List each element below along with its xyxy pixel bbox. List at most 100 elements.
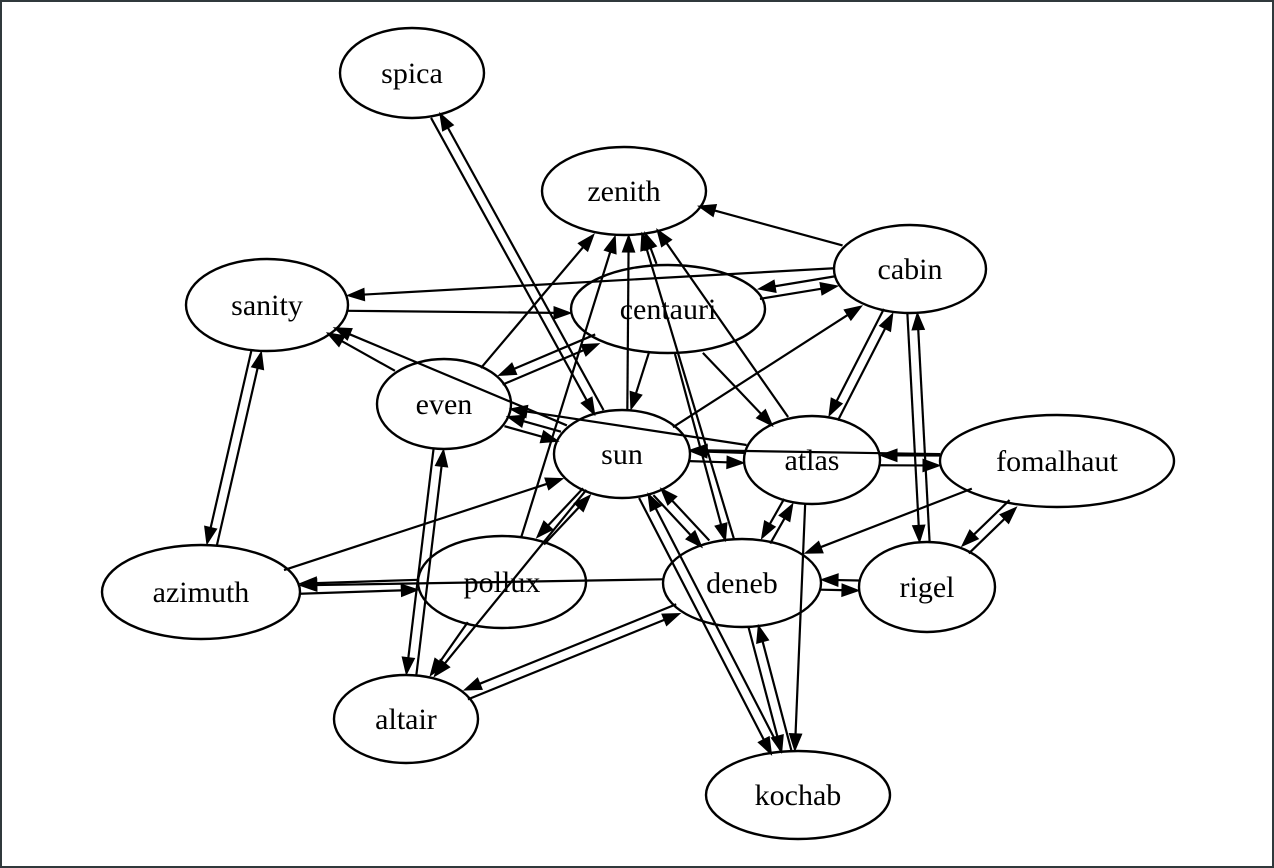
edge-line-atlas-kochab — [794, 503, 807, 734]
node-ellipse-azimuth — [100, 543, 302, 641]
edge-line-centauri-sun — [634, 350, 651, 394]
arrowhead-azimuth-pollux — [400, 583, 420, 598]
edge-cabin-sanity — [345, 267, 835, 302]
edge-cabin-atlas — [828, 308, 885, 418]
arrowhead-sun-spica — [439, 111, 455, 132]
node-label-kochab: kochab — [755, 779, 842, 812]
edge-line-even-sun — [504, 425, 543, 438]
arrowhead-centauri-even — [497, 362, 518, 376]
arrowhead-altair-deneb — [661, 612, 682, 627]
edge-altair-even — [415, 448, 449, 676]
edge-atlas-kochab — [788, 503, 807, 753]
node-label-altair: altair — [375, 703, 437, 736]
node-deneb — [661, 537, 823, 629]
node-even — [375, 357, 513, 451]
arrowhead-centauri-cabin — [819, 282, 840, 296]
arrowhead-rigel-deneb — [819, 573, 839, 587]
edge-centauri-cabin — [759, 282, 840, 300]
edge-deneb-azimuth — [298, 578, 663, 592]
arrowhead-centauri-sun — [629, 390, 643, 411]
edge-atlas-deneb — [760, 498, 786, 540]
edge-line-rigel-cabin — [917, 329, 931, 542]
arrowhead-even-sun — [539, 429, 560, 444]
edge-line-altair-deneb — [467, 618, 665, 701]
edge-deneb-kochab — [747, 627, 784, 755]
edge-line-deneb-sun — [671, 499, 711, 542]
edge-deneb-rigel — [820, 583, 861, 598]
arrowhead-pollux-zenith — [603, 234, 617, 255]
edge-line-sun-sanity — [349, 333, 568, 427]
edge-deneb-atlas — [769, 502, 794, 545]
edge-line-centauri-atlas — [702, 352, 762, 415]
node-label-sanity: sanity — [231, 289, 303, 322]
node-label-azimuth: azimuth — [153, 576, 250, 609]
edge-line-sun-kochab — [638, 497, 765, 740]
node-rigel — [857, 540, 997, 634]
edge-line-sun-zenith — [626, 252, 630, 411]
edge-line-sun-cabin — [672, 314, 849, 429]
edge-line-altair-even — [415, 466, 443, 676]
arrowhead-even-centauri — [580, 343, 601, 357]
edge-fomalhaut-atlas — [878, 448, 941, 463]
node-label-fomalhaut: fomalhaut — [996, 445, 1118, 478]
node-ellipse-zenith — [540, 145, 708, 237]
node-label-zenith: zenith — [587, 175, 660, 208]
node-zenith — [540, 145, 708, 237]
node-layer — [100, 26, 1176, 841]
edge-line-pollux-azimuth — [316, 578, 419, 585]
edge-line-sun-pollux — [547, 487, 584, 527]
arrowhead-kochab-deneb — [756, 623, 770, 644]
arrowhead-kochab-sun — [647, 492, 663, 513]
arrowhead-deneb-zenith — [640, 231, 654, 252]
arrowhead-atlas-cabin — [878, 312, 894, 333]
arrowhead-centauri-atlas — [755, 408, 774, 428]
edge-line-atlas-sun — [707, 450, 745, 454]
node-label-even: even — [416, 388, 473, 421]
edge-line-deneb-kochab — [747, 627, 779, 737]
arrowhead-fomalhaut-atlas — [878, 448, 898, 463]
edge-even-centauri — [502, 343, 601, 386]
edge-line-fomalhaut-sun — [707, 449, 941, 456]
edge-line-kochab-sun — [654, 508, 782, 751]
arrowhead-sanity-azimuth — [204, 525, 218, 546]
arrowhead-deneb-rigel — [841, 583, 861, 598]
arrowhead-sanity-centauri — [553, 305, 573, 320]
arrowhead-altair-even — [434, 448, 449, 468]
arrowhead-sun-kochab — [757, 735, 773, 756]
edge-sun-zenith — [621, 233, 636, 411]
node-ellipse-even — [375, 357, 513, 451]
arrowhead-fomalhaut-rigel — [960, 529, 980, 548]
edge-line-fomalhaut-rigel — [973, 499, 1011, 536]
edge-line-azimuth-sun — [283, 482, 548, 572]
edge-line-cabin-sanity — [364, 267, 835, 296]
edge-cabin-zenith — [697, 204, 843, 247]
arrowhead-cabin-atlas — [828, 397, 844, 418]
edge-line-deneb-altair — [479, 603, 677, 685]
edge-line-centauri-cabin — [759, 287, 822, 300]
node-label-cabin: cabin — [878, 253, 943, 286]
edge-cabin-centauri — [756, 275, 837, 293]
edge-line-pollux-altair — [439, 621, 469, 663]
arrowhead-pollux-altair — [429, 657, 446, 677]
node-ellipse-fomalhaut — [938, 413, 1176, 509]
node-ellipse-spica — [338, 26, 486, 120]
arrowhead-rigel-cabin — [911, 311, 926, 331]
edge-line-deneb-zenith — [645, 248, 735, 539]
edge-sanity-centauri — [347, 305, 573, 320]
edge-line-spica-sun — [430, 117, 588, 401]
arrowhead-even-altair — [401, 656, 416, 676]
node-label-sun: sun — [601, 438, 643, 471]
arrowhead-deneb-azimuth — [298, 578, 318, 592]
arrowhead-deneb-sun — [659, 487, 678, 506]
edge-line-fomalhaut-deneb — [820, 487, 973, 549]
edge-centauri-deneb — [673, 353, 728, 543]
arrowhead-atlas-deneb — [760, 519, 777, 540]
arrowhead-fomalhaut-deneb — [803, 540, 824, 554]
edge-even-zenith — [480, 233, 595, 369]
arrowhead-sun-atlas — [726, 455, 746, 470]
edge-sun-atlas — [689, 455, 746, 470]
edge-kochab-sun — [647, 492, 782, 751]
edge-line-atlas-even — [526, 410, 747, 447]
edge-sun-cabin — [672, 305, 864, 429]
